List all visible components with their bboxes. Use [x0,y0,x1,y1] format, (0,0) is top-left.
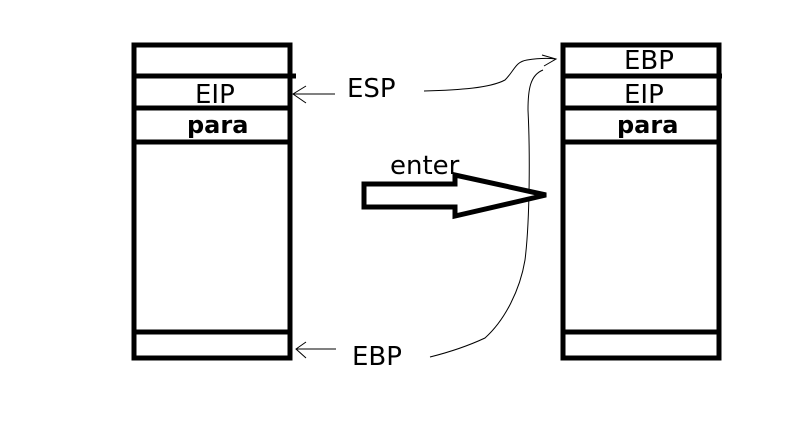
esp-curve-arrowhead-icon [541,54,558,67]
right-slot-para: para [617,111,679,139]
left-slot-para: para [187,111,249,139]
esp-label: ESP [347,74,396,104]
enter-arrow-icon [361,171,547,220]
esp-arrow-icon [292,85,335,104]
left-slot-eip: EIP [195,80,235,110]
left-stack [131,42,296,361]
right-stack-outline [560,42,722,361]
ebp-curve-arrow [429,69,544,358]
left-stack-outline [131,42,293,361]
right-slot-eip: EIP [624,80,664,110]
ebp-label: EBP [352,342,402,372]
right-stack [560,42,722,361]
ebp-arrow-icon [295,341,336,359]
esp-curve-arrow [423,57,557,92]
right-slot-ebp: EBP [624,46,674,76]
enter-label: enter [390,151,460,181]
